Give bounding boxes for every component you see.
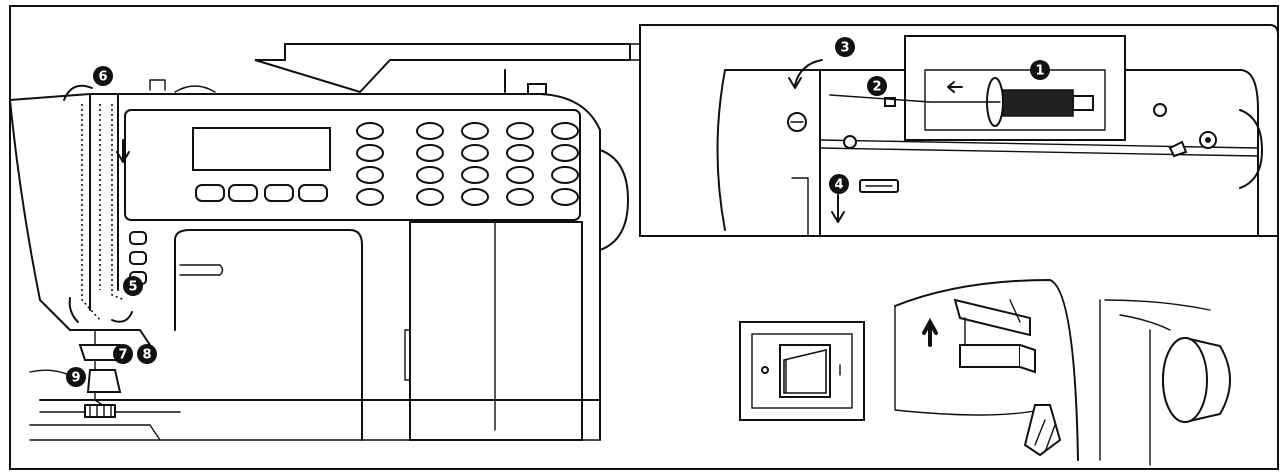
panel-button [506, 166, 534, 184]
step-marker-label: 2 [872, 80, 881, 95]
step-marker-2 [867, 76, 887, 96]
outer-frame [9, 5, 1279, 470]
panel-button [506, 122, 534, 140]
arrow-icon [831, 194, 845, 223]
hollow-arrow-icon [254, 43, 631, 94]
panel-button [461, 166, 489, 184]
panel-button [461, 122, 489, 140]
panel-button [264, 184, 294, 202]
panel-button [298, 184, 328, 202]
step-marker-7 [113, 344, 133, 364]
step-marker-5 [123, 276, 143, 296]
panel-button [416, 122, 444, 140]
power-switch-panel [739, 321, 865, 421]
step-marker-label: 6 [98, 70, 107, 85]
step-marker-4 [829, 174, 849, 194]
step-marker-label: 3 [840, 41, 849, 56]
step-marker-9 [66, 367, 86, 387]
step-marker-1 [1030, 60, 1050, 80]
step-marker-8 [137, 344, 157, 364]
panel-button [506, 144, 534, 162]
sewing-machine-body [9, 69, 629, 441]
arrow-icon [68, 297, 79, 323]
panel-button [551, 166, 579, 184]
panel-button [416, 166, 444, 184]
thread-spool [1002, 89, 1074, 117]
panel-button [416, 188, 444, 206]
panel-button [461, 188, 489, 206]
arrow-icon [947, 81, 963, 93]
step-marker-6 [93, 66, 113, 86]
front-cover [409, 221, 583, 441]
panel-button [356, 166, 384, 184]
spool-inset [629, 24, 1279, 237]
arrow-icon [116, 139, 130, 163]
panel-button [461, 144, 489, 162]
step-marker-label: 5 [128, 280, 137, 295]
panel-button [416, 144, 444, 162]
step-marker-3 [835, 37, 855, 57]
panel-button [551, 122, 579, 140]
arrow-icon [111, 311, 133, 323]
panel-button [356, 144, 384, 162]
panel-button [195, 184, 225, 202]
step-marker-label: 1 [1035, 64, 1044, 79]
step-marker-label: 4 [834, 178, 843, 193]
panel-button [228, 184, 258, 202]
step-marker-label: 8 [142, 348, 151, 363]
step-marker-label: 9 [71, 371, 80, 386]
lcd-display [192, 127, 331, 171]
presser-foot-lifter-detail [894, 279, 1079, 461]
handwheel-detail [1099, 299, 1231, 466]
panel-button [356, 122, 384, 140]
panel-button [356, 188, 384, 206]
arrow-icon [922, 317, 938, 347]
panel-button [551, 144, 579, 162]
panel-button [551, 188, 579, 206]
panel-button [506, 188, 534, 206]
arrow-icon [794, 59, 823, 86]
step-marker-label: 7 [118, 348, 127, 363]
arrow-icon [63, 84, 93, 101]
